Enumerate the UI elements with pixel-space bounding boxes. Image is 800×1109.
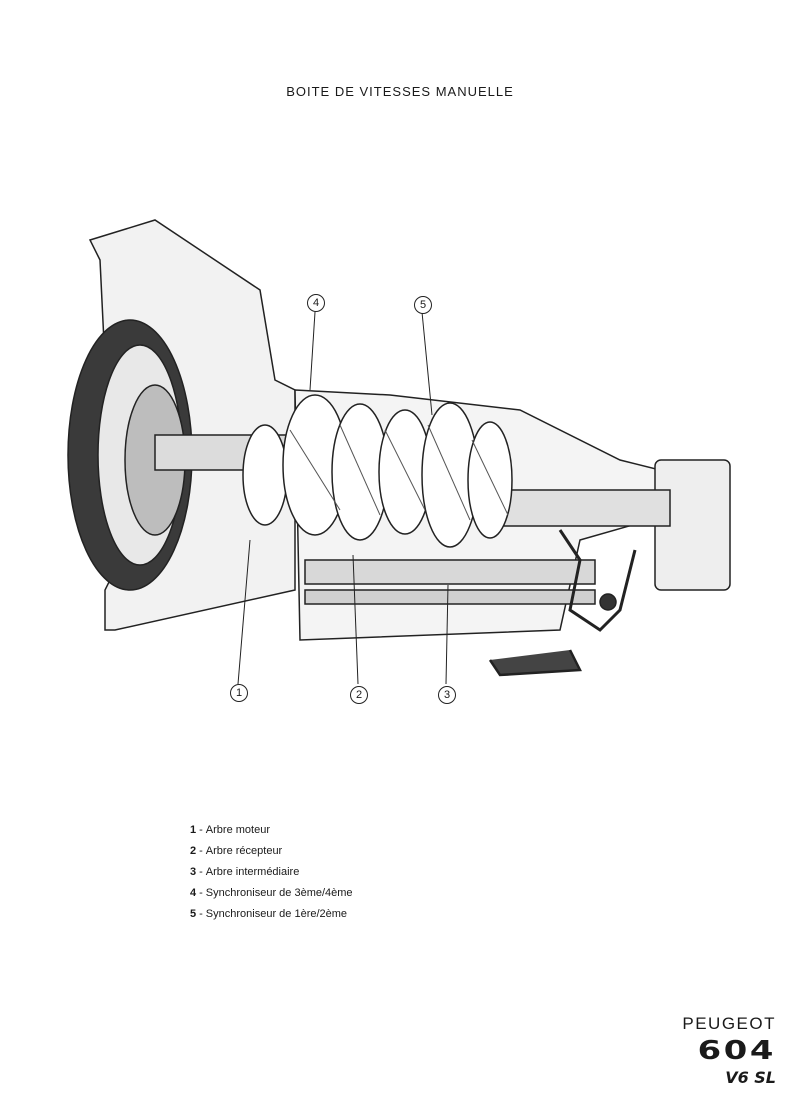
legend-text: Synchroniseur de 3ème/4ème <box>205 887 353 899</box>
legend-number: 5 <box>190 908 197 920</box>
legend-number: 1 <box>190 824 197 836</box>
legend-text: Arbre récepteur <box>205 845 283 857</box>
selector-linkage <box>558 529 637 632</box>
legend-number: 2 <box>190 845 197 857</box>
callout-3: 3 <box>438 686 456 704</box>
legend-item: 2-Arbre récepteur <box>190 845 283 857</box>
legend-text: Arbre intermédiaire <box>205 866 300 878</box>
brand-name: PEUGEOT <box>682 1014 776 1033</box>
callout-2: 2 <box>350 686 368 704</box>
brand-logo: PEUGEOT 604 V6 SL <box>636 1014 776 1087</box>
legend: 1-Arbre moteur 2-Arbre récepteur 3-Arbre… <box>190 820 590 925</box>
callout-4: 4 <box>307 294 325 312</box>
legend-text: Synchroniseur de 1ère/2ème <box>205 908 348 920</box>
legend-item: 4-Synchroniseur de 3ème/4ème <box>190 887 353 899</box>
output-shaft <box>499 489 671 527</box>
legend-text: Arbre moteur <box>205 824 270 836</box>
callout-5: 5 <box>414 296 432 314</box>
legend-item: 1-Arbre moteur <box>190 824 270 836</box>
callout-1: 1 <box>230 684 248 702</box>
page-title: BOITE DE VITESSES MANUELLE <box>286 84 514 99</box>
legend-number: 4 <box>190 887 197 899</box>
brand-variant: V6 SL <box>725 1068 776 1087</box>
legend-number: 3 <box>190 866 197 878</box>
gearbox-cutaway-illustration <box>67 219 731 685</box>
countershaft <box>304 559 596 585</box>
legend-item: 5-Synchroniseur de 1ère/2ème <box>190 908 348 920</box>
legend-item: 3-Arbre intermédiaire <box>190 866 300 878</box>
brand-model: 604 <box>697 1036 776 1066</box>
